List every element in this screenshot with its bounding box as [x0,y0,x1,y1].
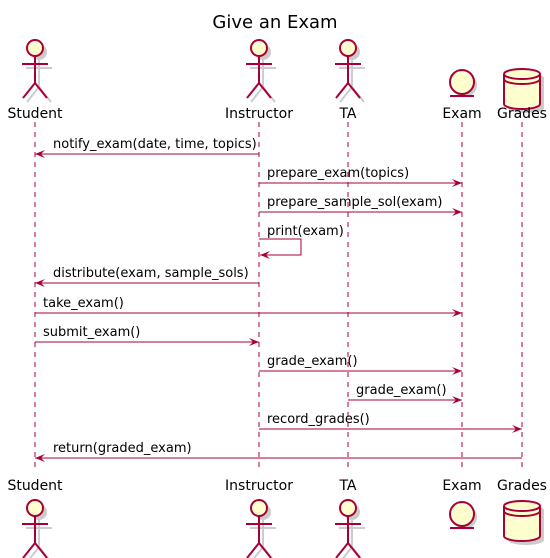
message-label: notify_exam(date, time, topics) [53,137,257,152]
participant-label-exam-top: Exam [442,106,481,122]
message-label: return(graded_exam) [53,441,192,456]
diagram-title: Give an Exam [212,12,337,33]
participant-label-ta-top: TA [338,106,356,122]
message-label: prepare_sample_sol(exam) [267,195,442,210]
message-label: prepare_exam(topics) [267,166,409,181]
participants-bottom: Student Instructor TA Exam Grades [7,478,547,558]
participant-label-grades-bottom: Grades [497,478,547,494]
messages: notify_exam(date, time, topics) prepare_e… [35,137,522,462]
message-label: grade_exam() [267,354,358,369]
message-label: record_grades() [267,412,370,427]
message-3: prepare_sample_sol(exam) [259,195,462,216]
entity-icon [449,501,477,529]
participant-label-ta-bottom: TA [338,478,356,494]
actor-icon [22,39,52,103]
message-2: prepare_exam(topics) [259,166,462,187]
arrowhead [35,150,45,158]
message-9: grade_exam() [348,383,462,404]
entity-icon [449,69,477,97]
message-1: notify_exam(date, time, topics) [35,137,259,158]
message-8: grade_exam() [259,354,462,375]
arrowhead [452,179,462,187]
participant-label-student-top: Student [7,106,63,122]
arrowhead [249,338,259,346]
database-icon [503,68,544,113]
arrowhead [35,454,45,462]
participant-label-instructor-top: Instructor [225,106,293,122]
message-label: grade_exam() [356,383,447,398]
participant-label-instructor-bottom: Instructor [225,478,293,494]
message-label: distribute(exam, sample_sols) [53,266,249,281]
lifelines [34,122,523,470]
arrowhead [512,425,522,433]
message-10: record_grades() [259,412,522,433]
message-label: submit_exam() [43,325,140,340]
message-label: print(exam) [267,224,344,239]
participants-top: Student Instructor TA Exam Grades [7,39,547,122]
arrowhead [452,309,462,317]
arrowhead [452,367,462,375]
arrowhead [452,396,462,404]
actor-icon [335,39,365,103]
message-5: distribute(exam, sample_sols) [35,266,259,287]
message-label: take_exam() [43,296,124,311]
participant-label-exam-bottom: Exam [442,478,481,494]
message-line [259,238,302,256]
arrowhead [35,279,45,287]
database-icon [503,500,544,545]
message-7: submit_exam() [35,325,259,346]
actor-icon [246,39,276,103]
message-6: take_exam() [35,296,462,317]
message-11: return(graded_exam) [35,441,522,462]
participant-label-student-bottom: Student [7,478,63,494]
actor-icon [335,499,365,558]
arrowhead [452,208,462,216]
message-4: print(exam) [259,224,344,259]
arrowhead [260,251,270,259]
participant-label-grades-top: Grades [497,106,547,122]
actor-icon [246,499,276,558]
actor-icon [22,499,52,558]
